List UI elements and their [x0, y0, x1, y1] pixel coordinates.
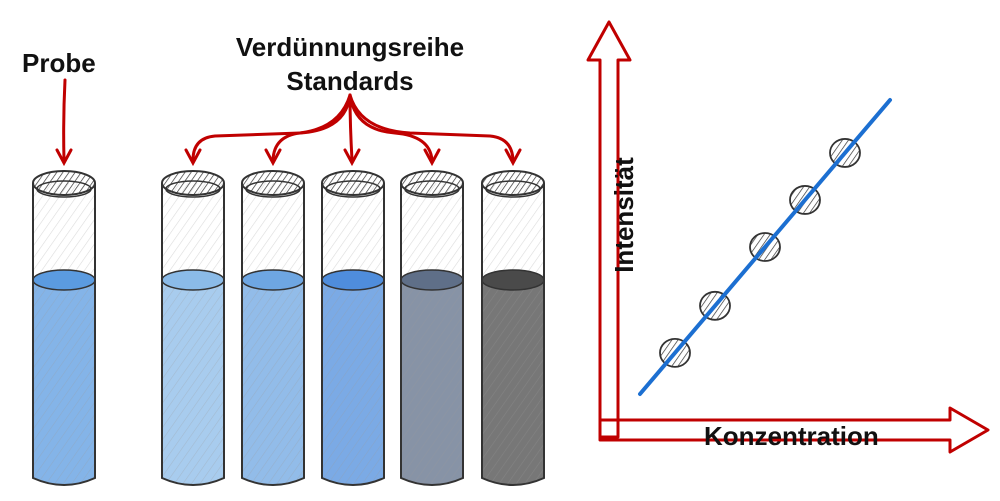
probe-label: Probe	[22, 48, 96, 78]
liquid-surface	[481, 269, 545, 291]
liquid-surface	[161, 269, 225, 291]
tube-glass	[33, 183, 95, 280]
tube-glass	[242, 183, 304, 280]
tube-liquid-hatch	[401, 280, 463, 485]
tube-rim-inner	[404, 180, 460, 198]
tube-wall	[321, 183, 385, 486]
probe-arrow	[55, 78, 73, 167]
tube-liquid-hatch	[322, 280, 384, 485]
tube-liquid-hatch	[242, 280, 304, 485]
tube-rim-inner	[485, 180, 541, 198]
x-axis-arrow	[598, 406, 990, 454]
tube-rim-inner	[245, 180, 301, 198]
tube-wall	[400, 183, 464, 486]
dilution-series-title: Verdünnungsreihe Standards	[210, 30, 490, 98]
tube-wall	[161, 183, 225, 486]
tube-wall	[32, 183, 96, 486]
tube-glass	[322, 183, 384, 280]
dilution-series-title-line2: Standards	[286, 66, 414, 96]
liquid-surface	[400, 269, 464, 291]
tube-rim	[161, 170, 225, 196]
tube-glass	[162, 183, 224, 280]
standard-tube-2	[241, 170, 305, 486]
tube-liquid-hatch	[162, 280, 224, 485]
liquid-surface	[32, 269, 96, 291]
tube-rim	[321, 170, 385, 196]
tube-rim-inner	[325, 180, 381, 198]
tube-liquid-hatch	[33, 280, 95, 485]
tube-rim-inner	[165, 180, 221, 198]
regression-line	[638, 98, 892, 396]
liquid-surface	[241, 269, 305, 291]
standard-tube-5	[481, 170, 545, 486]
y-axis-label: Intensität	[609, 157, 639, 273]
tube-glass	[482, 183, 544, 280]
standard-tube-1	[161, 170, 225, 486]
series-branch-arrows	[184, 93, 522, 167]
tube-glass	[401, 183, 463, 280]
dilution-series-title-line1: Verdünnungsreihe	[235, 32, 465, 62]
sample-tube	[32, 170, 96, 486]
y-axis-arrow	[586, 20, 632, 439]
standard-tube-3	[321, 170, 385, 486]
tube-rim	[32, 170, 96, 196]
tube-wall	[481, 183, 545, 486]
x-axis-label: Konzentration	[704, 421, 879, 451]
standard-tube-4	[400, 170, 464, 486]
tube-rim-inner	[36, 180, 92, 198]
tube-wall	[241, 183, 305, 486]
tube-rim	[241, 170, 305, 196]
test-tubes	[32, 170, 545, 486]
tube-liquid-hatch	[482, 280, 544, 485]
tube-rim	[481, 170, 545, 196]
liquid-surface	[321, 269, 385, 291]
tube-rim	[400, 170, 464, 196]
